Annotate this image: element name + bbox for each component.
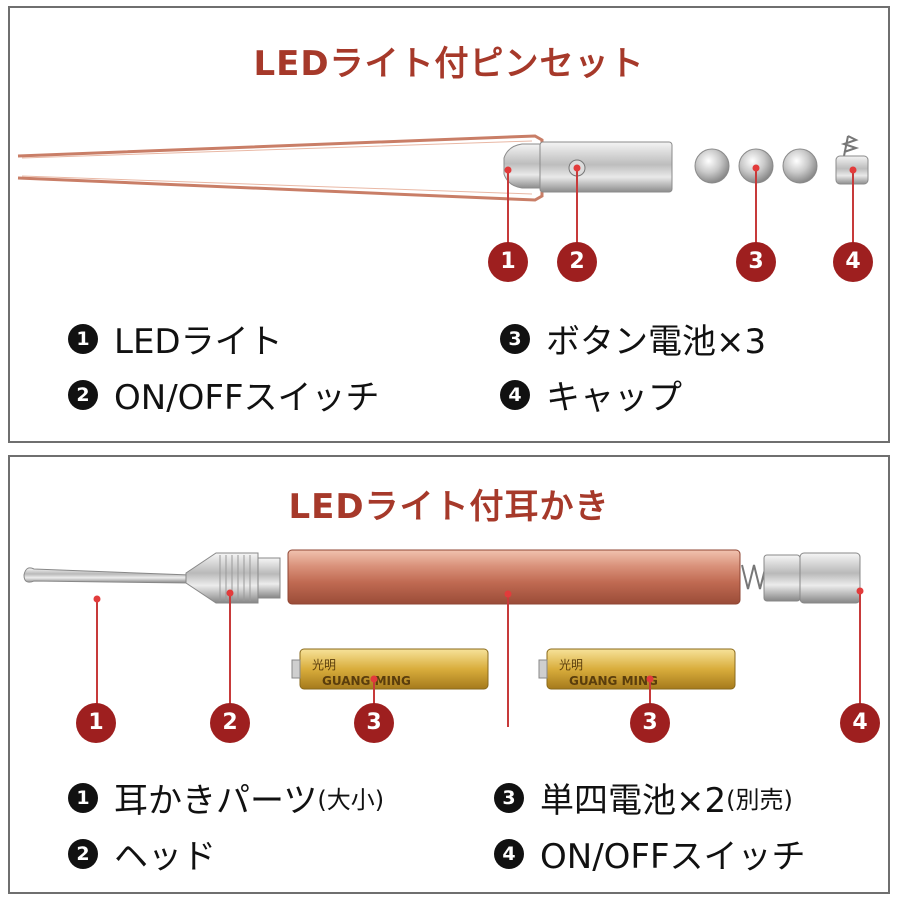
legend-number: 4 [494, 838, 524, 869]
legend-item-3: 3 単四電池×2 (別売) [494, 773, 793, 822]
battery-1-brand: GUANG MING [322, 674, 411, 688]
legend-label: ボタン電池×3 [546, 322, 767, 362]
legend-number: 3 [500, 323, 530, 354]
marker-battery-1: 3 [354, 703, 394, 743]
legend-label: LEDライト [114, 322, 283, 362]
battery-2-brand-cn: 光明 [559, 658, 583, 672]
ear-pick-title: LEDライト付耳かき [288, 487, 610, 527]
legend-label: 耳かきパーツ [114, 781, 318, 821]
legend-item-4: 4 ON/OFFスイッチ [494, 829, 806, 878]
legend-label: 単四電池×2 [540, 781, 727, 821]
marker-led-light: 1 [488, 242, 528, 282]
aaa-battery-2 [538, 648, 736, 690]
legend-item-4: 4 キャップ [500, 370, 682, 419]
marker-switch: 2 [557, 242, 597, 282]
legend-number: 4 [500, 379, 530, 410]
marker-switch: 4 [840, 703, 880, 743]
marker-ear-scoop: 1 [76, 703, 116, 743]
battery-2-brand: GUANG MING [569, 674, 658, 688]
aaa-battery-1 [291, 648, 489, 690]
ear-pick-head [185, 552, 281, 604]
tweezers-leader-lines [507, 168, 854, 244]
legend-label: ON/OFFスイッチ [114, 378, 380, 418]
tweezers-illustration [17, 134, 869, 244]
ear-pick-spring [741, 564, 767, 590]
legend-item-3: 3 ボタン電池×3 [500, 314, 766, 363]
ear-pick-switch-cap [763, 552, 861, 604]
ear-pick-leader-lines [96, 591, 861, 727]
legend-number: 2 [68, 379, 98, 410]
legend-item-1: 1 LEDライト [68, 314, 283, 363]
button-batteries [694, 148, 818, 184]
tweezers-handle [503, 141, 673, 193]
marker-batteries: 3 [736, 242, 776, 282]
marker-head: 2 [210, 703, 250, 743]
legend-number: 1 [68, 323, 98, 354]
ear-pick-illustration: 光明 GUANG MING 光明 GUANG MING [23, 549, 864, 727]
legend-note: (大小) [317, 786, 385, 814]
legend-item-2: 2 ON/OFFスイッチ [68, 370, 380, 419]
legend-item-1: 1 耳かきパーツ (大小) [68, 773, 384, 822]
tweezers-panel: LEDライト付ピンセット [8, 6, 890, 443]
ear-scoop [23, 567, 191, 584]
legend-label: ヘッド [114, 837, 216, 877]
battery-1-brand-cn: 光明 [312, 658, 336, 672]
ear-pick-panel: LEDライト付耳かき [8, 455, 890, 894]
marker-battery-2: 3 [630, 703, 670, 743]
legend-note: (別売) [726, 786, 793, 814]
legend-number: 1 [68, 782, 98, 813]
marker-cap: 4 [833, 242, 873, 282]
legend-item-2: 2 ヘッド [68, 829, 216, 878]
tweezers-title: LEDライト付ピンセット [253, 44, 645, 84]
tweezers-arms [17, 134, 544, 202]
legend-label: キャップ [546, 378, 682, 418]
legend-number: 2 [68, 838, 98, 869]
legend-number: 3 [494, 782, 524, 813]
ear-pick-tube [287, 549, 741, 605]
legend-label: ON/OFFスイッチ [540, 837, 806, 877]
